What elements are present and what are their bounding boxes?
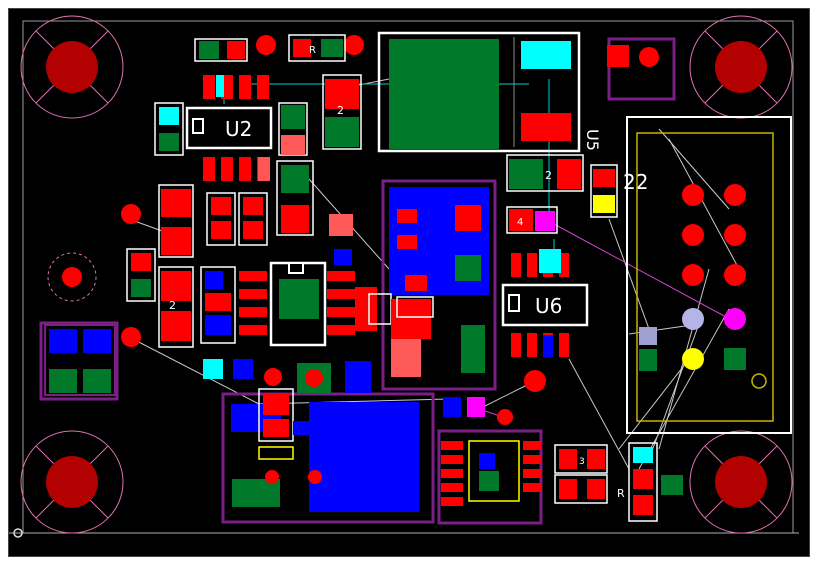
via-top-2[interactable] <box>344 35 364 55</box>
u2-chip[interactable]: U2 <box>185 106 273 150</box>
u6-decoupling[interactable]: 4 <box>506 206 558 234</box>
bottom-ic-pads-right[interactable] <box>523 441 541 492</box>
blue-pad-mid[interactable] <box>334 249 352 265</box>
u6-blue-pin <box>543 335 553 357</box>
diode-outline <box>396 296 434 318</box>
cap-above-u6[interactable]: 2 <box>506 154 584 192</box>
center-ic-pads-right[interactable] <box>327 271 355 335</box>
series-resistor[interactable] <box>355 287 377 331</box>
lower-left-cluster[interactable] <box>258 388 322 484</box>
bottom-ic-pads-left[interactable] <box>441 441 463 506</box>
left-small-stack[interactable] <box>200 266 236 344</box>
cap-c2[interactable]: 2 <box>158 266 194 348</box>
left-connector[interactable] <box>44 324 116 396</box>
svg-text:4: 4 <box>517 217 523 228</box>
pink-pad-1[interactable] <box>329 214 353 236</box>
resistor-bottom-right-2[interactable] <box>554 474 608 504</box>
green-pad-right[interactable] <box>639 349 657 371</box>
u5-label: U5 <box>583 129 602 151</box>
resistor-pair-mid-left[interactable] <box>206 192 268 246</box>
magenta-pad-bottom-center[interactable] <box>467 397 485 417</box>
u5-pad-square[interactable] <box>607 45 629 67</box>
resistor-left-vertical[interactable] <box>126 248 156 302</box>
cap-u2-right-lower[interactable] <box>276 160 314 236</box>
svg-text:2: 2 <box>337 104 344 117</box>
svg-text:3: 3 <box>579 457 585 467</box>
ground-pour-top[interactable] <box>389 39 499 149</box>
via-right-center-2[interactable] <box>497 409 513 425</box>
blue-small-pair[interactable] <box>203 359 253 379</box>
purple-region-outlines <box>39 37 676 525</box>
blue-pour-pad-2[interactable] <box>397 235 417 249</box>
cap-left-u2[interactable] <box>154 102 184 156</box>
inductor-outline <box>377 31 581 153</box>
mounting-hole-bottom-right[interactable] <box>689 430 793 534</box>
resistor-bottom-right-1[interactable]: 3 <box>554 444 608 474</box>
via-keepout <box>47 252 97 302</box>
green-pad-bottom-right[interactable] <box>661 475 683 495</box>
via-top-1[interactable] <box>256 35 276 55</box>
resistor-top-mid[interactable]: R <box>288 34 346 62</box>
inductor-pad-red[interactable] <box>521 113 571 141</box>
pcb-canvas[interactable]: U2 R 2 <box>8 8 810 557</box>
pin1-marker <box>751 373 767 389</box>
bottom-ic[interactable] <box>468 440 520 502</box>
svg-text:2: 2 <box>545 169 552 182</box>
u6-label: U6 <box>535 294 562 318</box>
svg-text:2: 2 <box>169 299 176 312</box>
bottom-pour-lower[interactable] <box>309 402 419 512</box>
cap-right-u2[interactable] <box>278 102 308 156</box>
u2-label: U2 <box>225 117 252 141</box>
u2-cyan-pin <box>216 75 224 97</box>
center-ic-pads-left[interactable] <box>239 271 267 335</box>
mounting-hole-top-left[interactable] <box>20 15 124 119</box>
green-pad-center[interactable] <box>461 325 485 373</box>
via-right-center[interactable] <box>524 370 546 392</box>
svg-text:R: R <box>309 45 316 56</box>
blue-pad-bottom-center[interactable] <box>443 397 461 417</box>
diode-pad-b[interactable] <box>391 339 421 377</box>
transistor-center[interactable] <box>297 361 371 393</box>
u6-cyan-pad[interactable] <box>539 249 561 273</box>
ground-pad-center[interactable] <box>279 279 319 319</box>
blue-pour-pad-5[interactable] <box>405 275 427 291</box>
via-left-3[interactable] <box>121 327 141 347</box>
via-left-1[interactable] <box>121 204 141 224</box>
pcb-layout: U2 R 2 <box>9 9 809 556</box>
resistor-top-left[interactable] <box>194 38 248 62</box>
center-ic[interactable] <box>269 261 327 347</box>
gray-pad[interactable] <box>639 327 657 345</box>
header-pins[interactable] <box>682 184 746 370</box>
blue-pour-pad-3[interactable] <box>455 205 481 231</box>
svg-text:R: R <box>617 487 625 500</box>
resistor-bottom-vertical[interactable]: R <box>617 442 658 522</box>
cap-top-right[interactable]: 2 <box>322 74 362 150</box>
blue-pour-pad-4[interactable] <box>455 255 481 281</box>
mounting-hole-bottom-left[interactable] <box>20 430 124 534</box>
u5-pad-round[interactable] <box>639 47 659 67</box>
header-connector[interactable]: U5 <box>583 116 792 434</box>
via-center-bottom-1[interactable] <box>264 368 282 386</box>
blue-pour-pad-1[interactable] <box>397 209 417 223</box>
inductor-pad-cyan[interactable] <box>521 41 571 69</box>
origin-marker-icon <box>13 528 23 538</box>
mounting-hole-top-right[interactable] <box>689 15 793 119</box>
u6-chip[interactable]: U6 <box>501 283 589 327</box>
via-left-2[interactable] <box>62 267 82 287</box>
cap-c1[interactable] <box>158 184 194 258</box>
u2-pin-highlight <box>258 157 270 181</box>
